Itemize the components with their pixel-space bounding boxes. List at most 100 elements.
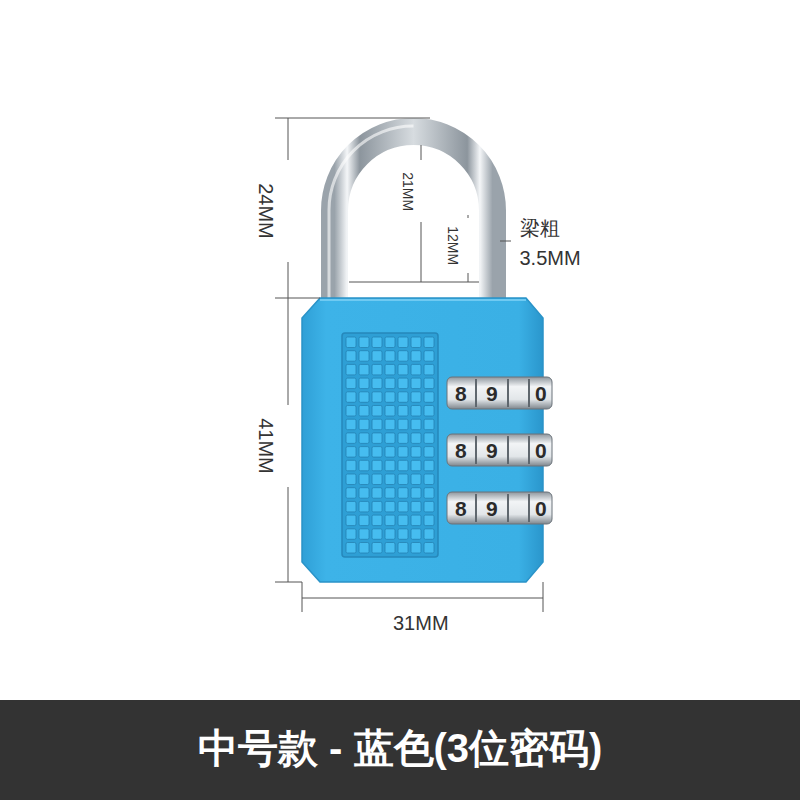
grip-bump — [359, 501, 369, 512]
grip-bump — [411, 447, 421, 458]
grip-bump — [359, 488, 369, 499]
grip-bump — [398, 337, 408, 348]
grip-bump — [359, 392, 369, 403]
grip-bump — [424, 474, 434, 485]
grip-bump — [385, 447, 395, 458]
grip-bump — [424, 419, 434, 430]
dimension-label: 41MM — [255, 418, 277, 474]
caption-text: 中号款 - 蓝色(3位密码) — [198, 726, 602, 770]
grip-bump — [398, 488, 408, 499]
grip-bump — [411, 501, 421, 512]
grip-bump — [372, 378, 382, 389]
grip-bump — [346, 351, 356, 362]
grip-bump — [411, 406, 421, 417]
grip-bump — [372, 433, 382, 444]
grip-bump — [424, 392, 434, 403]
dial-digit: 0 — [535, 439, 547, 462]
grip-bump — [372, 543, 382, 554]
dial-wheel — [447, 434, 552, 466]
dial-digit: 9 — [486, 382, 498, 405]
dial-digit: 0 — [535, 382, 547, 405]
grip-bump — [346, 419, 356, 430]
grip-bump — [398, 501, 408, 512]
dial-wheel — [447, 492, 552, 524]
grip-bump — [359, 419, 369, 430]
grip-bump — [359, 406, 369, 417]
dimension-label: 梁粗 — [520, 217, 560, 239]
grip-bump — [372, 419, 382, 430]
grip-bump — [424, 447, 434, 458]
dimension-lines — [275, 118, 543, 612]
grip-bump — [385, 488, 395, 499]
grip-bump — [385, 364, 395, 375]
grip-bump — [372, 529, 382, 540]
grip-bump — [372, 460, 382, 471]
dial-digit: 0 — [535, 497, 547, 520]
grip-bump — [346, 474, 356, 485]
grip-bump — [346, 406, 356, 417]
grip-bump — [411, 474, 421, 485]
grip-bump — [385, 460, 395, 471]
grip-bump — [424, 364, 434, 375]
grip-bump — [346, 529, 356, 540]
grip-bump — [411, 543, 421, 554]
grip-bump — [398, 419, 408, 430]
grip-bump — [398, 406, 408, 417]
grip-bump — [398, 460, 408, 471]
grip-texture — [346, 337, 434, 553]
grip-bump — [411, 515, 421, 526]
grip-bump — [411, 392, 421, 403]
grip-bump — [359, 378, 369, 389]
grip-bump — [398, 529, 408, 540]
grip-bump — [385, 351, 395, 362]
grip-bump — [372, 447, 382, 458]
grip-bump — [359, 460, 369, 471]
dimension-label: 21MM — [399, 172, 414, 211]
body-highlight — [320, 299, 526, 301]
grip-bump — [372, 351, 382, 362]
grip-bump — [359, 474, 369, 485]
grip-bump — [424, 378, 434, 389]
grip-bump — [385, 337, 395, 348]
grip-bump — [424, 501, 434, 512]
grip-bump — [359, 351, 369, 362]
grip-bump — [411, 419, 421, 430]
grip-bump — [346, 488, 356, 499]
dimension-label: 3.5MM — [520, 247, 581, 269]
grip-bump — [398, 515, 408, 526]
grip-bump — [424, 488, 434, 499]
grip-bump — [385, 433, 395, 444]
grip-bump — [346, 447, 356, 458]
dial-digit: 8 — [455, 439, 467, 462]
grip-bump — [359, 433, 369, 444]
grip-bump — [398, 447, 408, 458]
dial-digit: 9 — [486, 439, 498, 462]
grip-bump — [372, 337, 382, 348]
grip-panel — [342, 333, 438, 557]
grip-bump — [398, 364, 408, 375]
grip-bump — [385, 474, 395, 485]
grip-bump — [359, 529, 369, 540]
grip-bump — [424, 406, 434, 417]
dimension-label: 24MM — [255, 183, 277, 239]
grip-bump — [385, 406, 395, 417]
grip-bump — [424, 433, 434, 444]
dimension-label: 31MM — [393, 612, 449, 634]
grip-bump — [359, 447, 369, 458]
grip-bump — [411, 488, 421, 499]
grip-bump — [385, 378, 395, 389]
grip-bump — [385, 501, 395, 512]
grip-bump — [359, 364, 369, 375]
grip-bump — [359, 543, 369, 554]
grip-bump — [372, 515, 382, 526]
grip-bump — [411, 460, 421, 471]
grip-bump — [411, 364, 421, 375]
grip-bump — [411, 433, 421, 444]
grip-bump — [424, 515, 434, 526]
grip-bump — [372, 392, 382, 403]
grip-bump — [411, 529, 421, 540]
grip-bump — [346, 460, 356, 471]
grip-bump — [359, 337, 369, 348]
grip-bump — [424, 529, 434, 540]
grip-bump — [346, 378, 356, 389]
